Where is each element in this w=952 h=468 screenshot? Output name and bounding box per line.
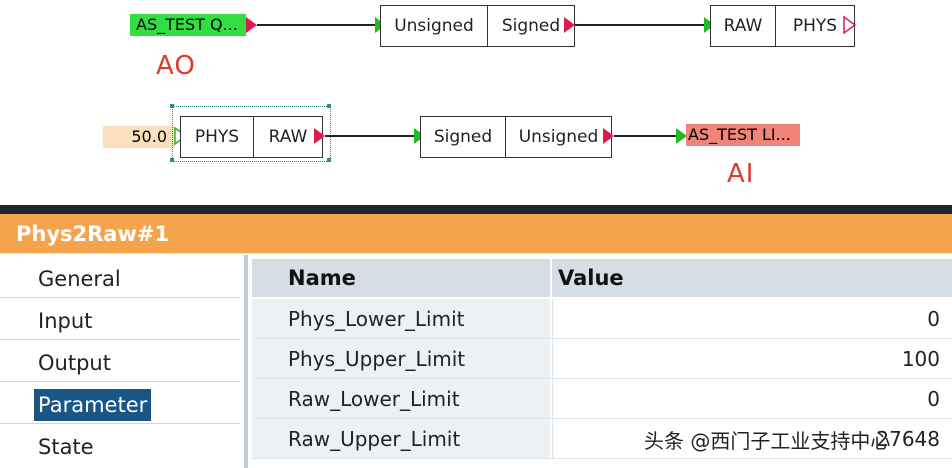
table-row[interactable]: Raw_Lower_Limit 0: [252, 379, 952, 419]
phys-raw-block[interactable]: PHYS RAW: [180, 116, 323, 158]
selection-handle[interactable]: [170, 104, 174, 108]
nav-divider: [0, 297, 240, 298]
properties-panel: General Input Output Parameter State Nam…: [0, 255, 952, 468]
table-row[interactable]: Raw_Upper_Limit 27648: [252, 419, 952, 459]
param-name: Phys_Upper_Limit: [252, 339, 550, 378]
ai-label: AI: [727, 159, 755, 189]
raw-phys-block[interactable]: RAW PHYS: [710, 5, 855, 47]
param-name: Phys_Lower_Limit: [252, 299, 550, 338]
param-name: Raw_Lower_Limit: [252, 379, 550, 418]
signed-unsigned-block[interactable]: Signed Unsigned: [420, 116, 612, 158]
selection-handle[interactable]: [170, 158, 174, 162]
column-header-value[interactable]: Value: [552, 259, 952, 297]
block-input-label: Signed: [433, 127, 493, 147]
connection-wire: [257, 24, 375, 26]
param-value[interactable]: 100: [552, 339, 952, 378]
panel-splitter[interactable]: [0, 205, 952, 214]
nav-divider: [0, 423, 240, 424]
function-diagram: AS_TEST Q... Unsigned Signed RAW PHYS AO…: [0, 0, 952, 205]
block-output-label: Signed: [487, 6, 574, 46]
block-output-label: PHYS: [775, 6, 854, 46]
param-name: Raw_Upper_Limit: [252, 419, 550, 458]
param-value[interactable]: 0: [552, 379, 952, 418]
ao-label: AO: [156, 51, 196, 81]
block-input-label: PHYS: [194, 127, 240, 147]
nav-border: [244, 255, 248, 468]
output-port-icon: [314, 128, 325, 144]
connection-wire: [575, 24, 704, 26]
table-row[interactable]: Phys_Upper_Limit 100: [252, 339, 952, 379]
output-port-icon: [603, 128, 614, 144]
nav-item-input[interactable]: Input: [38, 309, 93, 333]
unsigned-signed-block[interactable]: Unsigned Signed: [380, 5, 575, 47]
input-value-field[interactable]: 50.0: [103, 126, 175, 148]
nav-item-general[interactable]: General: [38, 267, 121, 291]
parameter-table: Name Value Phys_Lower_Limit 0 Phys_Upper…: [252, 259, 952, 468]
nav-item-state[interactable]: State: [38, 435, 94, 459]
param-value[interactable]: 27648: [552, 419, 952, 458]
selection-frame: [172, 106, 331, 162]
open-output-port-icon: [843, 16, 857, 34]
block-input-label: RAW: [723, 16, 763, 36]
nav-divider: [0, 339, 240, 340]
output-port-icon: [564, 17, 575, 33]
watermark-text: 头条 @西门子工业支持中心: [644, 429, 891, 453]
block-output-label: RAW: [253, 117, 322, 157]
panel-title: Phys2Raw#1: [0, 214, 952, 254]
param-value[interactable]: 0: [552, 299, 952, 338]
table-row[interactable]: Phys_Lower_Limit 0: [252, 299, 952, 339]
nav-item-output[interactable]: Output: [38, 351, 111, 375]
connection-wire: [614, 135, 676, 137]
block-input-label: Unsigned: [394, 16, 474, 36]
input-port-icon: [676, 128, 687, 144]
selection-handle[interactable]: [327, 104, 331, 108]
nav-item-parameter[interactable]: Parameter: [34, 389, 152, 421]
nav-divider: [0, 381, 240, 382]
ao-signal-tag[interactable]: AS_TEST Q...: [130, 14, 246, 36]
output-port-icon: [246, 17, 257, 33]
property-nav: General Input Output Parameter State: [0, 255, 244, 468]
input-port-icon: [704, 17, 715, 33]
block-output-label: Unsigned: [505, 117, 611, 157]
ai-signal-tag[interactable]: AS_TEST LI...: [686, 124, 800, 146]
connection-wire: [325, 135, 414, 137]
input-port-icon: [414, 128, 425, 144]
column-header-name[interactable]: Name: [252, 259, 550, 297]
selection-handle[interactable]: [327, 158, 331, 162]
